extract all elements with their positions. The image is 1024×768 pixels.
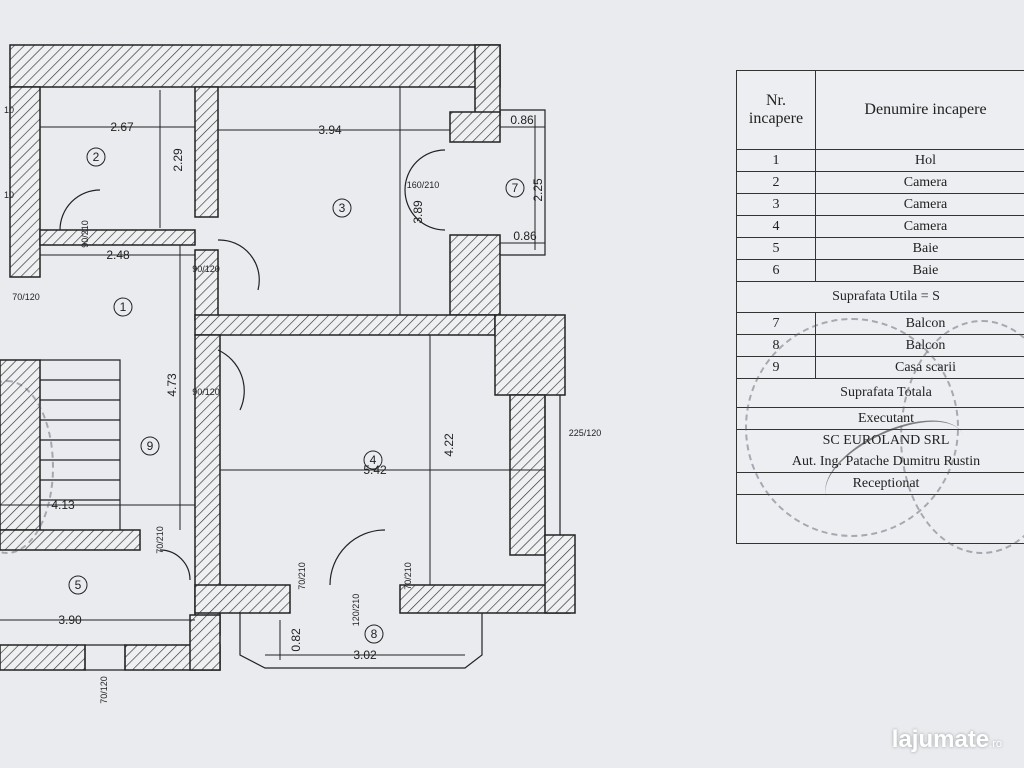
dim-r7-top: 0.86 [510, 113, 534, 127]
dim-r7-bottom: 0.86 [513, 229, 537, 243]
cell-nr: 6 [736, 259, 816, 282]
edge-label: 10 [4, 190, 14, 200]
door-r3: 160/210 [407, 180, 440, 190]
header-name: Denumire incapere [815, 70, 1024, 150]
cell-name: Baie [815, 237, 1024, 260]
cell-name: Hol [815, 149, 1024, 172]
door-balcony-left: 70/210 [297, 562, 307, 590]
cell-name: Baie [815, 259, 1024, 282]
edge-label: 10 [4, 105, 14, 115]
watermark-logo: lajumate.ro [892, 726, 1002, 754]
floor-plan: 2 3 1 7 9 4 5 8 2.67 2.29 3.94 3.89 0.86… [0, 44, 602, 704]
door-r1-left: 70/120 [12, 292, 40, 302]
room-8-label: 8 [371, 627, 378, 641]
window-bottom: 70/120 [99, 676, 109, 704]
watermark-tld: .ro [989, 738, 1002, 750]
room-5-label: 5 [75, 578, 82, 592]
dim-r4-width: 5.42 [363, 463, 387, 477]
dim-r7-height: 2.25 [531, 178, 545, 202]
dimension-lines [0, 87, 545, 660]
room-1-label: 1 [120, 300, 127, 314]
cell-nr: 3 [736, 193, 816, 216]
dim-r1-width: 2.48 [106, 248, 130, 262]
cell-nr: 5 [736, 237, 816, 260]
door-balcony-right: 70/210 [403, 562, 413, 590]
dim-r2-width: 2.67 [110, 120, 134, 134]
util-area: Suprafata Utila = S [736, 281, 1024, 313]
door-balcony: 120/210 [351, 594, 361, 627]
header-nr: Nr. incapere [736, 70, 816, 150]
cell-nr: 1 [736, 149, 816, 172]
cell-name: Camera [815, 171, 1024, 194]
room-numbers [68, 147, 525, 644]
watermark-brand: lajumate [891, 726, 990, 753]
room-7-label: 7 [512, 181, 519, 195]
room-4-label: 4 [370, 453, 377, 467]
dim-r4-height: 4.22 [442, 433, 456, 457]
plan-lines [40, 109, 561, 671]
cell-nr: 4 [736, 215, 816, 238]
dim-r3-width: 3.94 [318, 123, 342, 137]
door-r1: 90/120 [192, 264, 220, 274]
dim-r8-width: 3.02 [353, 648, 377, 662]
dim-r8-height: 0.82 [289, 628, 303, 652]
dim-r3-height: 3.89 [411, 200, 425, 224]
door-r5: 70/210 [155, 526, 165, 554]
cell-nr: 2 [736, 171, 816, 194]
dim-r9-width: 4.13 [51, 498, 75, 512]
dim-r1-height: 4.73 [165, 373, 179, 397]
room-2-label: 2 [93, 150, 100, 164]
dim-r2-height: 2.29 [171, 148, 185, 172]
door-r4: 90/120 [192, 387, 220, 397]
door-r2: 90/210 [80, 220, 90, 248]
dim-r5-width: 3.90 [58, 613, 82, 627]
cell-name: Camera [815, 193, 1024, 216]
room-3-label: 3 [339, 201, 346, 215]
window-r4: 225/120 [569, 428, 602, 438]
cell-name: Camera [815, 215, 1024, 238]
room-9-label: 9 [147, 439, 154, 453]
walls [0, 44, 576, 671]
